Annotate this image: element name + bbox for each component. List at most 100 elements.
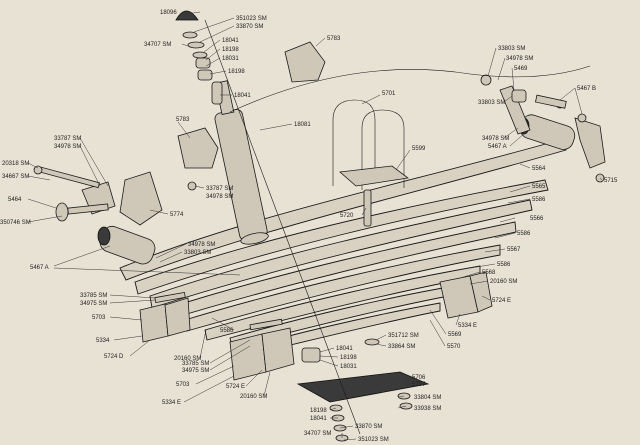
part-label-5783-left: 5783 — [176, 117, 190, 123]
part-label-5467b: 5467 B — [577, 86, 596, 92]
u-bolt-right — [361, 109, 405, 190]
part-label-5334e-b: 5334 E — [162, 400, 181, 406]
shock-rod-top — [211, 81, 223, 105]
part-label-5720: 5720 — [340, 213, 354, 219]
right-shackle-bolt — [534, 94, 567, 109]
bottom-shock-mount — [301, 347, 321, 363]
part-label-18198-b: 18198 — [228, 69, 245, 75]
part-label-5701: 5701 — [382, 91, 396, 97]
part-label-20160-r: 20160 SM — [490, 279, 517, 285]
u-bolt-plate — [339, 165, 410, 187]
bottom-saddle-plate — [296, 371, 430, 403]
right-shackle-bracket — [574, 117, 606, 169]
part-label-5567: 5567 — [507, 247, 521, 253]
top-washer-2-icon — [192, 51, 208, 59]
bottom-washer-icon — [364, 338, 380, 346]
part-label-5568: 5568 — [482, 270, 496, 276]
center-bolt — [363, 189, 372, 227]
part-label-5724e-b: 5724 E — [226, 384, 245, 390]
part-label-18198-top: 18198 — [222, 47, 239, 53]
part-label-5774: 5774 — [170, 212, 184, 218]
part-label-18081: 18081 — [294, 122, 311, 128]
part-label-5565: 5565 — [532, 184, 546, 190]
part-label-5586-b: 5586 — [220, 328, 234, 334]
left-clamp-bolt — [154, 291, 186, 304]
part-label-5467a-left: 5467 A — [30, 265, 49, 271]
part-label-33787-left: 33787 SM — [54, 136, 81, 142]
part-label-33938: 33938 SM — [414, 406, 441, 412]
part-label-5703-l: 5703 — [92, 315, 106, 321]
part-label-18031-b: 18031 — [340, 364, 357, 370]
part-label-5569: 5569 — [448, 332, 462, 338]
part-label-18198-c: 18198 — [340, 355, 357, 361]
front-pin — [67, 203, 109, 215]
part-label-34667: 34667 SM — [2, 174, 29, 180]
part-label-5334: 5334 — [96, 338, 110, 344]
left-bushing-end-icon — [97, 226, 111, 246]
part-label-34978-b: 34978 SM — [188, 242, 215, 248]
front-hanger-bracket — [119, 171, 163, 226]
part-labels: 18096 351023 SM 33870 SM 34707 SM 18041 … — [0, 10, 618, 443]
left-rubber-bumper — [177, 127, 219, 169]
part-label-5724d: 5724 D — [104, 354, 124, 360]
part-label-34975-b: 34975 SM — [182, 368, 209, 374]
top-rubber-bush — [195, 57, 211, 69]
spring-leaf-8 — [254, 302, 441, 354]
part-label-5586-3: 5586 — [497, 262, 511, 268]
u-bolt-left — [332, 99, 376, 186]
front-washer-icon — [187, 181, 197, 191]
right-shackle-plate — [499, 85, 531, 135]
part-label-5703-b: 5703 — [176, 382, 190, 388]
part-label-5467a-r: 5467 A — [488, 144, 507, 150]
left-clamp-bracket-2 — [164, 297, 191, 337]
part-label-351712: 351712 SM — [388, 333, 419, 339]
brake-line-cable — [229, 65, 591, 113]
left-clamp-bracket — [139, 303, 169, 343]
part-label-18031-top: 18031 — [222, 56, 239, 62]
part-label-20160-b: 20160 SM — [174, 356, 201, 362]
part-label-33870-b: 33870 SM — [355, 424, 382, 430]
right-washer-icon — [577, 113, 587, 123]
part-label-34975-l: 34975 SM — [80, 301, 107, 307]
part-label-350746: 350746 SM — [0, 220, 31, 226]
part-label-33785-b: 33785 SM — [182, 361, 209, 367]
part-label-20160-c: 20160 SM — [240, 394, 267, 400]
leader-lines — [27, 11, 603, 441]
spring-leaf-3 — [149, 199, 533, 309]
part-label-5715: 5715 — [604, 178, 618, 184]
part-label-34978-mid: 34978 SM — [206, 194, 233, 200]
part-label-5334e-r: 5334 E — [458, 323, 477, 329]
right-clamp-bracket-2 — [469, 271, 493, 313]
part-label-34707-top: 34707 SM — [144, 42, 171, 48]
part-label-33803-b: 33803 SM — [184, 250, 211, 256]
part-label-351023-top: 351023 SM — [236, 16, 267, 22]
part-label-5599: 5599 — [412, 146, 426, 152]
part-label-5724e-r: 5724 E — [492, 298, 511, 304]
part-label-33785-l: 33785 SM — [80, 293, 107, 299]
part-label-18041-mid: 18041 — [234, 93, 251, 99]
part-label-5586-2: 5586 — [517, 231, 531, 237]
part-label-5564: 5564 — [532, 166, 546, 172]
part-label-5566: 5566 — [530, 216, 544, 222]
part-label-33870-top: 33870 SM — [236, 24, 263, 30]
part-label-5469: 5469 — [514, 66, 528, 72]
part-label-34978-left: 34978 SM — [54, 144, 81, 150]
part-label-5464: 5464 — [8, 197, 22, 203]
right-shackle-nut-icon — [480, 74, 492, 86]
part-label-5586-1: 5586 — [532, 197, 546, 203]
front-bush-icon — [55, 202, 69, 222]
upper-rubber-bumper — [284, 41, 326, 83]
top-rubber-bush-2 — [197, 69, 213, 81]
lower-clamp-bolt — [249, 318, 283, 331]
part-label-34978-r: 34978 SM — [482, 136, 509, 142]
part-label-20318: 20318 SM — [2, 161, 29, 167]
part-label-5570: 5570 — [447, 344, 461, 350]
front-hanger-bolt — [39, 166, 100, 189]
part-label-34707-b: 34707 SM — [304, 431, 331, 437]
front-bolt-nut-icon — [33, 165, 43, 175]
part-label-18096: 18096 — [160, 10, 177, 16]
right-rubber-bush — [511, 89, 527, 103]
part-label-33864: 33864 SM — [388, 344, 415, 350]
center-axis-line — [204, 19, 361, 435]
